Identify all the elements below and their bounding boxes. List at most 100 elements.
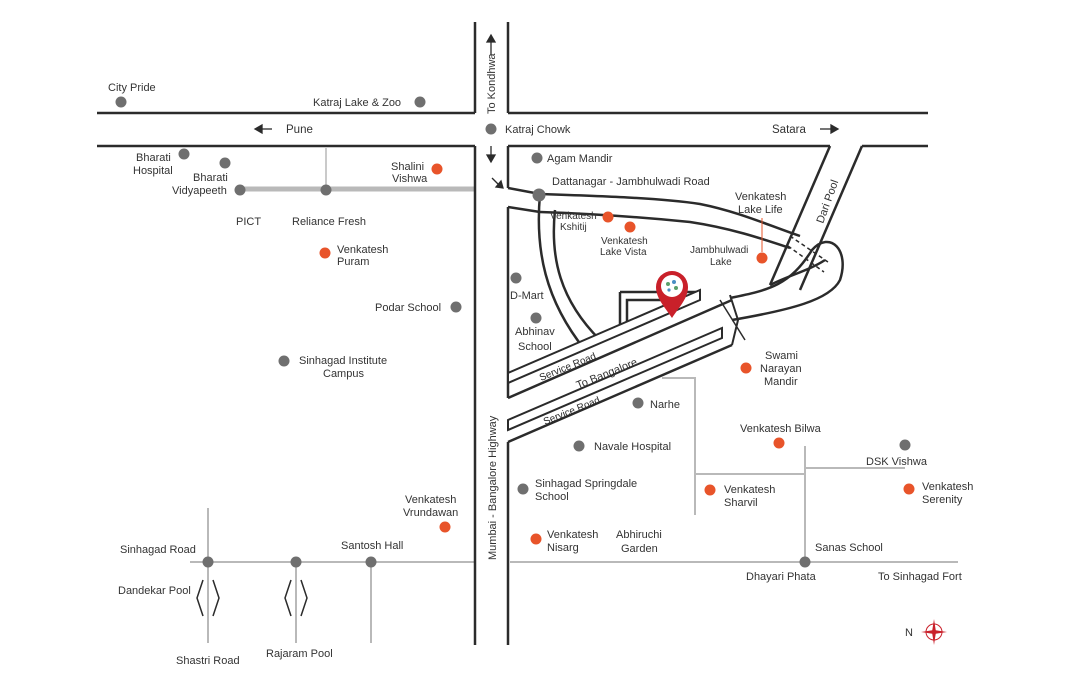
abhiruchi-garden-label-2: Garden bbox=[621, 543, 658, 555]
shastri-road-label: Shastri Road bbox=[176, 655, 240, 667]
sinhagad-road-dot bbox=[202, 556, 214, 568]
venkatesh-serenity-label-1: Venkatesh bbox=[922, 481, 973, 493]
satara-label: Satara bbox=[772, 124, 806, 136]
swami-narayan-label-1: Swami bbox=[765, 350, 798, 362]
direction-arrows bbox=[253, 33, 840, 189]
venkatesh-puram-label-1: Venkatesh bbox=[337, 244, 388, 256]
narhe-label: Narhe bbox=[650, 399, 680, 411]
venkatesh-kshitij-label-2: Kshitij bbox=[560, 222, 587, 233]
santosh-hall-dot bbox=[365, 556, 377, 568]
agam-mandir-dot bbox=[531, 152, 543, 164]
service-roads bbox=[507, 288, 723, 432]
city-pride-label: City Pride bbox=[108, 82, 156, 94]
katraj-lake-dot bbox=[414, 96, 426, 108]
venkatesh-kshitij-dot bbox=[602, 211, 614, 223]
dsk-vishwa-dot bbox=[899, 439, 911, 451]
venkatesh-nisarg-dot bbox=[530, 533, 542, 545]
venkatesh-lake-vista-dot bbox=[624, 221, 636, 233]
abhinav-label-1: Abhinav bbox=[515, 326, 555, 338]
jambhulwadi-lake-label-2: Lake bbox=[710, 257, 732, 268]
dandekar-pool-label: Dandekar Pool bbox=[118, 585, 191, 597]
agam-mandir-label: Agam Mandir bbox=[547, 153, 613, 165]
springdale-label-2: School bbox=[535, 491, 569, 503]
dhayari-phata-label: Dhayari Phata bbox=[746, 571, 817, 583]
venkatesh-vrundawan-label-1: Venkatesh bbox=[405, 494, 456, 506]
shalini-vishwa-label-2: Vishwa bbox=[392, 173, 428, 185]
highway-label: Mumbai - Bangalore Highway bbox=[487, 415, 499, 560]
venkatesh-serenity-label-2: Serenity bbox=[922, 494, 963, 506]
city-pride-dot bbox=[115, 96, 127, 108]
shalini-vishwa-label-1: Shalini bbox=[391, 161, 424, 173]
bharati-vidyapeeth-label-2: Vidyapeeth bbox=[172, 185, 227, 197]
santosh-hall-label: Santosh Hall bbox=[341, 540, 403, 552]
venkatesh-nisarg-label-2: Nisarg bbox=[547, 542, 579, 554]
venkatesh-serenity-dot bbox=[903, 483, 915, 495]
podar-school-label: Podar School bbox=[375, 302, 441, 314]
venkatesh-kshitij-label-1: Venkatesh bbox=[550, 211, 597, 222]
north-label: N bbox=[905, 627, 913, 639]
bharati-hospital-dot bbox=[178, 148, 190, 160]
venkatesh-lake-vista-label-1: Venkatesh bbox=[601, 236, 648, 247]
rajaram-pool-label: Rajaram Pool bbox=[266, 648, 333, 660]
pool-brackets bbox=[196, 579, 308, 617]
rajaram-dot bbox=[290, 556, 302, 568]
sanas-school-label: Sanas School bbox=[815, 542, 883, 554]
abhinav-label-2: School bbox=[518, 341, 552, 353]
to-sinhagad-fort-label: To Sinhagad Fort bbox=[878, 571, 962, 583]
minor-roads bbox=[190, 148, 958, 643]
d-mart-label: D-Mart bbox=[510, 290, 544, 302]
sinhagad-institute-label-2: Campus bbox=[323, 368, 364, 380]
swami-narayan-dot bbox=[740, 362, 752, 374]
bharati-hospital-label-2: Hospital bbox=[133, 165, 173, 177]
pict-label: PICT bbox=[236, 216, 261, 228]
reliance-fresh-label: Reliance Fresh bbox=[292, 216, 366, 228]
venkatesh-lake-life-dot bbox=[756, 252, 768, 264]
venkatesh-puram-label-2: Puram bbox=[337, 256, 369, 268]
narhe-dot bbox=[632, 397, 644, 409]
venkatesh-lake-life-label-2: Lake Life bbox=[738, 204, 783, 216]
reliance-fresh-dot bbox=[320, 184, 332, 196]
bharati-vidyapeeth-label-1: Bharati bbox=[193, 172, 228, 184]
sinhagad-road-label: Sinhagad Road bbox=[120, 544, 196, 556]
compass-icon bbox=[921, 619, 947, 645]
venkatesh-sharvil-label-1: Venkatesh bbox=[724, 484, 775, 496]
swami-narayan-label-2: Narayan bbox=[760, 363, 802, 375]
dsk-vishwa-label: DSK Vishwa bbox=[866, 456, 928, 468]
katraj-chowk-dot bbox=[485, 123, 497, 135]
venkatesh-bilwa-label: Venkatesh Bilwa bbox=[740, 423, 822, 435]
d-mart-dot bbox=[510, 272, 522, 284]
abhiruchi-garden-label-1: Abhiruchi bbox=[616, 529, 662, 541]
bharati-hospital-label-1: Bharati bbox=[136, 152, 171, 164]
venkatesh-bilwa-dot bbox=[773, 437, 785, 449]
shalini-vishwa-dot bbox=[431, 163, 443, 175]
jambhulwadi-lake-label-1: Jambhulwadi bbox=[690, 245, 748, 256]
sinhagad-institute-dot bbox=[278, 355, 290, 367]
venkatesh-vrundawan-label-2: Vrundawan bbox=[403, 507, 458, 519]
katraj-lake-label: Katraj Lake & Zoo bbox=[313, 97, 401, 109]
dhayari-phata-dot bbox=[799, 556, 811, 568]
katraj-chowk-label: Katraj Chowk bbox=[505, 124, 571, 136]
navale-hospital-label: Navale Hospital bbox=[594, 441, 671, 453]
dattanagar-label: Dattanagar - Jambhulwadi Road bbox=[552, 176, 710, 188]
springdale-dot bbox=[517, 483, 529, 495]
venkatesh-sharvil-label-2: Sharvil bbox=[724, 497, 758, 509]
narhe-road bbox=[662, 377, 696, 515]
abhinav-dot bbox=[530, 312, 542, 324]
bharati-vidyapeeth-dot-2 bbox=[234, 184, 246, 196]
dattanagar-dot bbox=[532, 188, 546, 202]
bharati-vidyapeeth-dot-1 bbox=[219, 157, 231, 169]
venkatesh-sharvil-dot bbox=[704, 484, 716, 496]
venkatesh-nisarg-label-1: Venkatesh bbox=[547, 529, 598, 541]
project-location-marker bbox=[656, 271, 688, 318]
venkatesh-lake-life-label-1: Venkatesh bbox=[735, 191, 786, 203]
project-dots bbox=[319, 163, 915, 545]
pune-label: Pune bbox=[286, 124, 313, 136]
venkatesh-puram-dot bbox=[319, 247, 331, 259]
swami-narayan-label-3: Mandir bbox=[764, 376, 798, 388]
major-roads bbox=[97, 22, 928, 645]
venkatesh-lake-vista-label-2: Lake Vista bbox=[600, 247, 647, 258]
landmark-dots bbox=[115, 96, 911, 568]
springdale-label-1: Sinhagad Springdale bbox=[535, 478, 637, 490]
venkatesh-vrundawan-dot bbox=[439, 521, 451, 533]
